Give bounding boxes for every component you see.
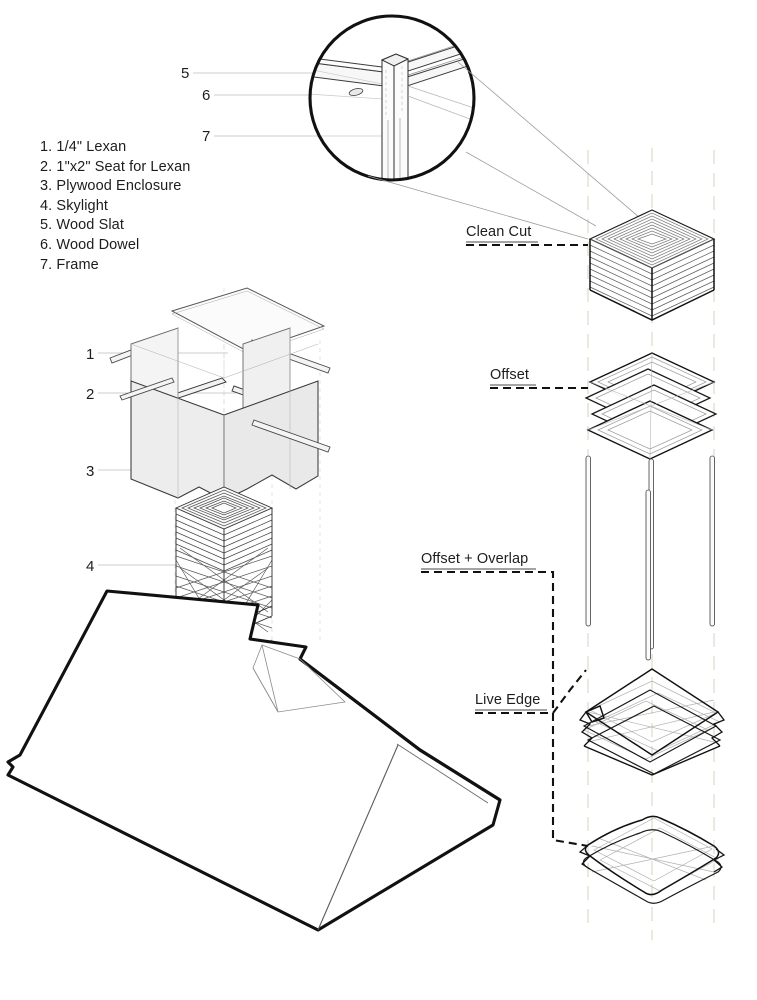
frame-post-detail [380,53,410,180]
gabled-roof-plan [6,589,502,932]
callout-number-3: 3 [86,463,95,480]
corner-joint-detail [308,14,476,182]
legend-item: 3. Plywood Enclosure [40,178,182,195]
module-live-edge [578,815,726,904]
module-offset-overlap [578,668,726,776]
module-label-offset-overlap: Offset + Overlap [421,551,529,567]
wood-slat-mid-left [119,377,175,401]
module-label-offset: Offset [490,367,530,383]
legend-item: 7. Frame [40,256,99,273]
plywood-enclosure [130,327,319,501]
module-label-clean-cut: Clean Cut [466,224,532,240]
callout-number-1: 1 [86,346,95,363]
callout-number-6: 6 [202,87,211,104]
legend-item: 4. Skylight [40,197,108,214]
callout-number-4: 4 [86,558,95,575]
module-offset [584,352,718,661]
parts-legend: 1. 1/4" Lexan 2. 1"x2" Seat for Lexan 3.… [40,138,190,275]
module-clean-cut [588,209,716,321]
legend-item: 6. Wood Dowel [40,236,140,253]
callout-number-2: 2 [86,386,95,403]
callout-number-5: 5 [181,65,190,82]
legend-item: 5. Wood Slat [40,217,124,234]
detail-projection-lines [367,61,641,240]
module-label-live-edge: Live Edge [475,692,541,708]
support-rods [585,455,715,661]
callout-number-7: 7 [202,128,211,145]
legend-item: 1. 1/4" Lexan [40,139,127,155]
wood-slat-mid-right [251,419,331,453]
legend-item: 2. 1"x2" Seat for Lexan [40,158,191,175]
wood-dowel-detail [348,88,364,96]
